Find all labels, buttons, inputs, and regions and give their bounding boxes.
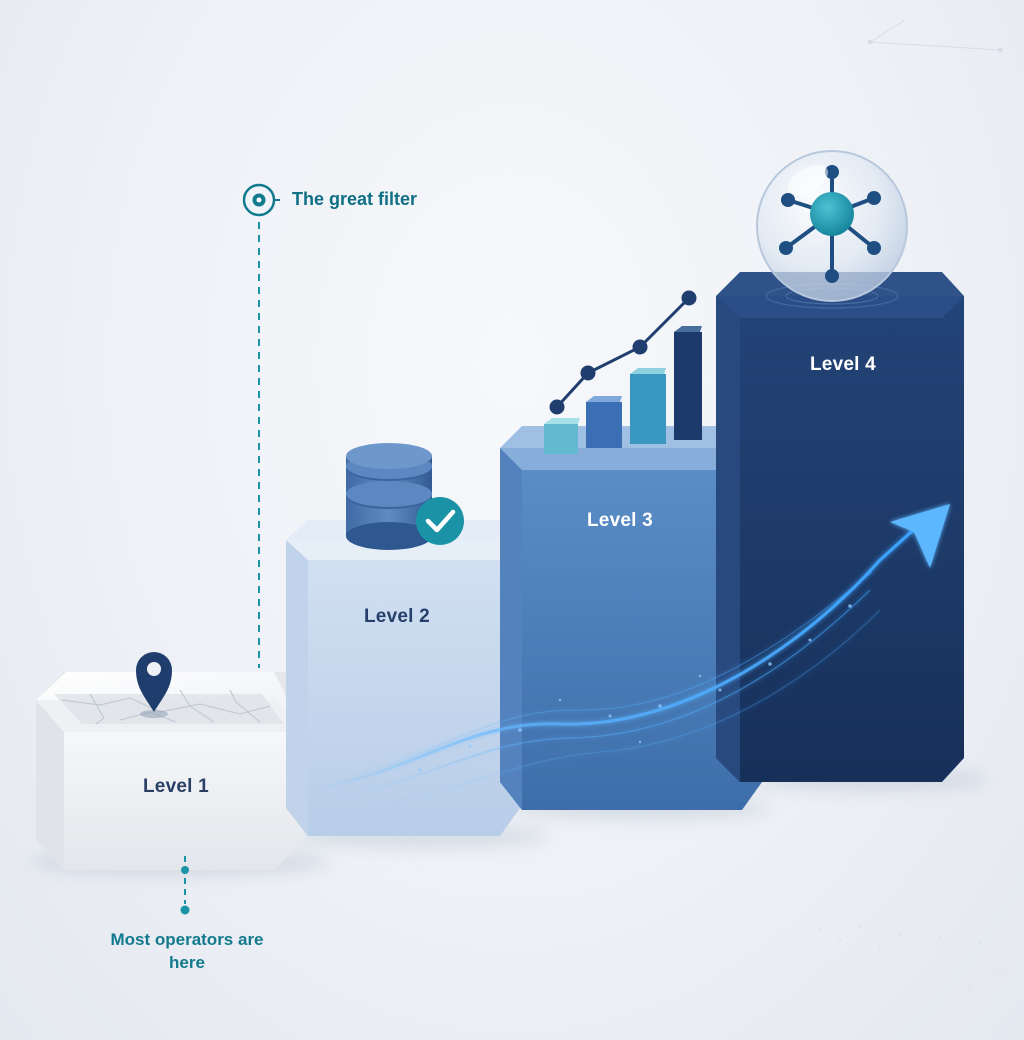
check-icon: [416, 497, 464, 545]
level-1-label: Level 1: [143, 776, 209, 797]
operators-annotation: Most operators are here: [110, 930, 264, 972]
trend-line-icon: [549, 290, 697, 415]
level-2-label: Level 2: [364, 606, 430, 627]
great-filter-annotation: The great filter: [292, 189, 418, 209]
level-4-label: Level 4: [810, 354, 876, 375]
level-2-block: [286, 520, 520, 836]
decorative-dots: [819, 925, 1001, 991]
decorative-network: [867, 19, 1003, 53]
target-icon: [242, 183, 280, 217]
map-pin-icon: [136, 652, 172, 718]
flow-particles: [418, 604, 852, 772]
network-orb-icon: [756, 150, 908, 302]
growth-arrow-icon: [309, 504, 950, 809]
bar-chart-icon: [544, 326, 702, 454]
level-3-label: Level 3: [587, 510, 653, 531]
operators-marker: [180, 856, 190, 915]
level-1-block: [36, 672, 304, 870]
database-icon: [346, 443, 432, 550]
